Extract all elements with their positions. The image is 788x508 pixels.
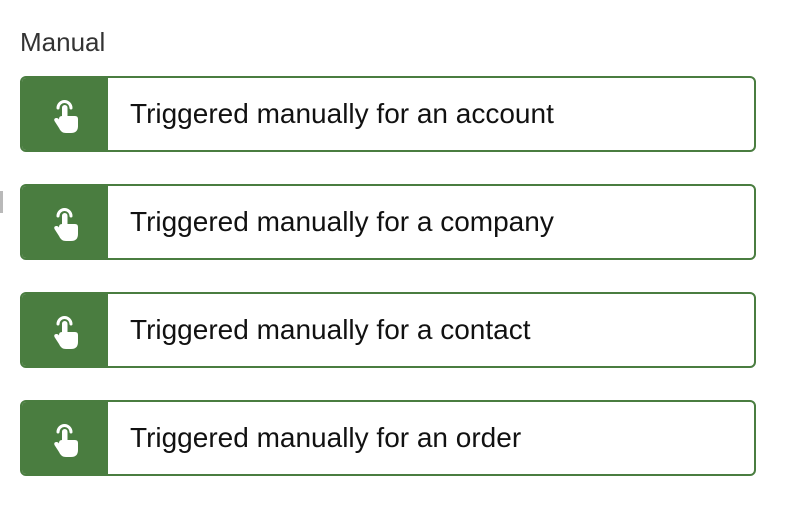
trigger-label: Triggered manually for a company <box>130 206 554 237</box>
trigger-option-account[interactable]: Triggered manually for an account <box>20 76 756 152</box>
trigger-label: Triggered manually for an account <box>130 98 554 129</box>
trigger-label: Triggered manually for an order <box>130 422 522 453</box>
trigger-option-company[interactable]: Triggered manually for a company <box>20 184 756 260</box>
hand-pointer-icon <box>54 208 78 241</box>
trigger-option-contact[interactable]: Triggered manually for a contact <box>20 292 756 368</box>
trigger-label: Triggered manually for a contact <box>130 314 531 345</box>
hand-pointer-icon <box>54 316 78 349</box>
window-edge-handle <box>0 191 3 213</box>
trigger-icon-box <box>22 402 108 474</box>
trigger-icon-box <box>22 186 108 258</box>
hand-pointer-icon <box>54 424 78 457</box>
hand-pointer-icon <box>54 100 78 133</box>
trigger-icon-box <box>22 294 108 366</box>
section-title: Manual <box>20 27 106 57</box>
trigger-list: Triggered manually for an account Trigge… <box>20 76 756 508</box>
trigger-icon-box <box>22 78 108 150</box>
trigger-option-order[interactable]: Triggered manually for an order <box>20 400 756 476</box>
